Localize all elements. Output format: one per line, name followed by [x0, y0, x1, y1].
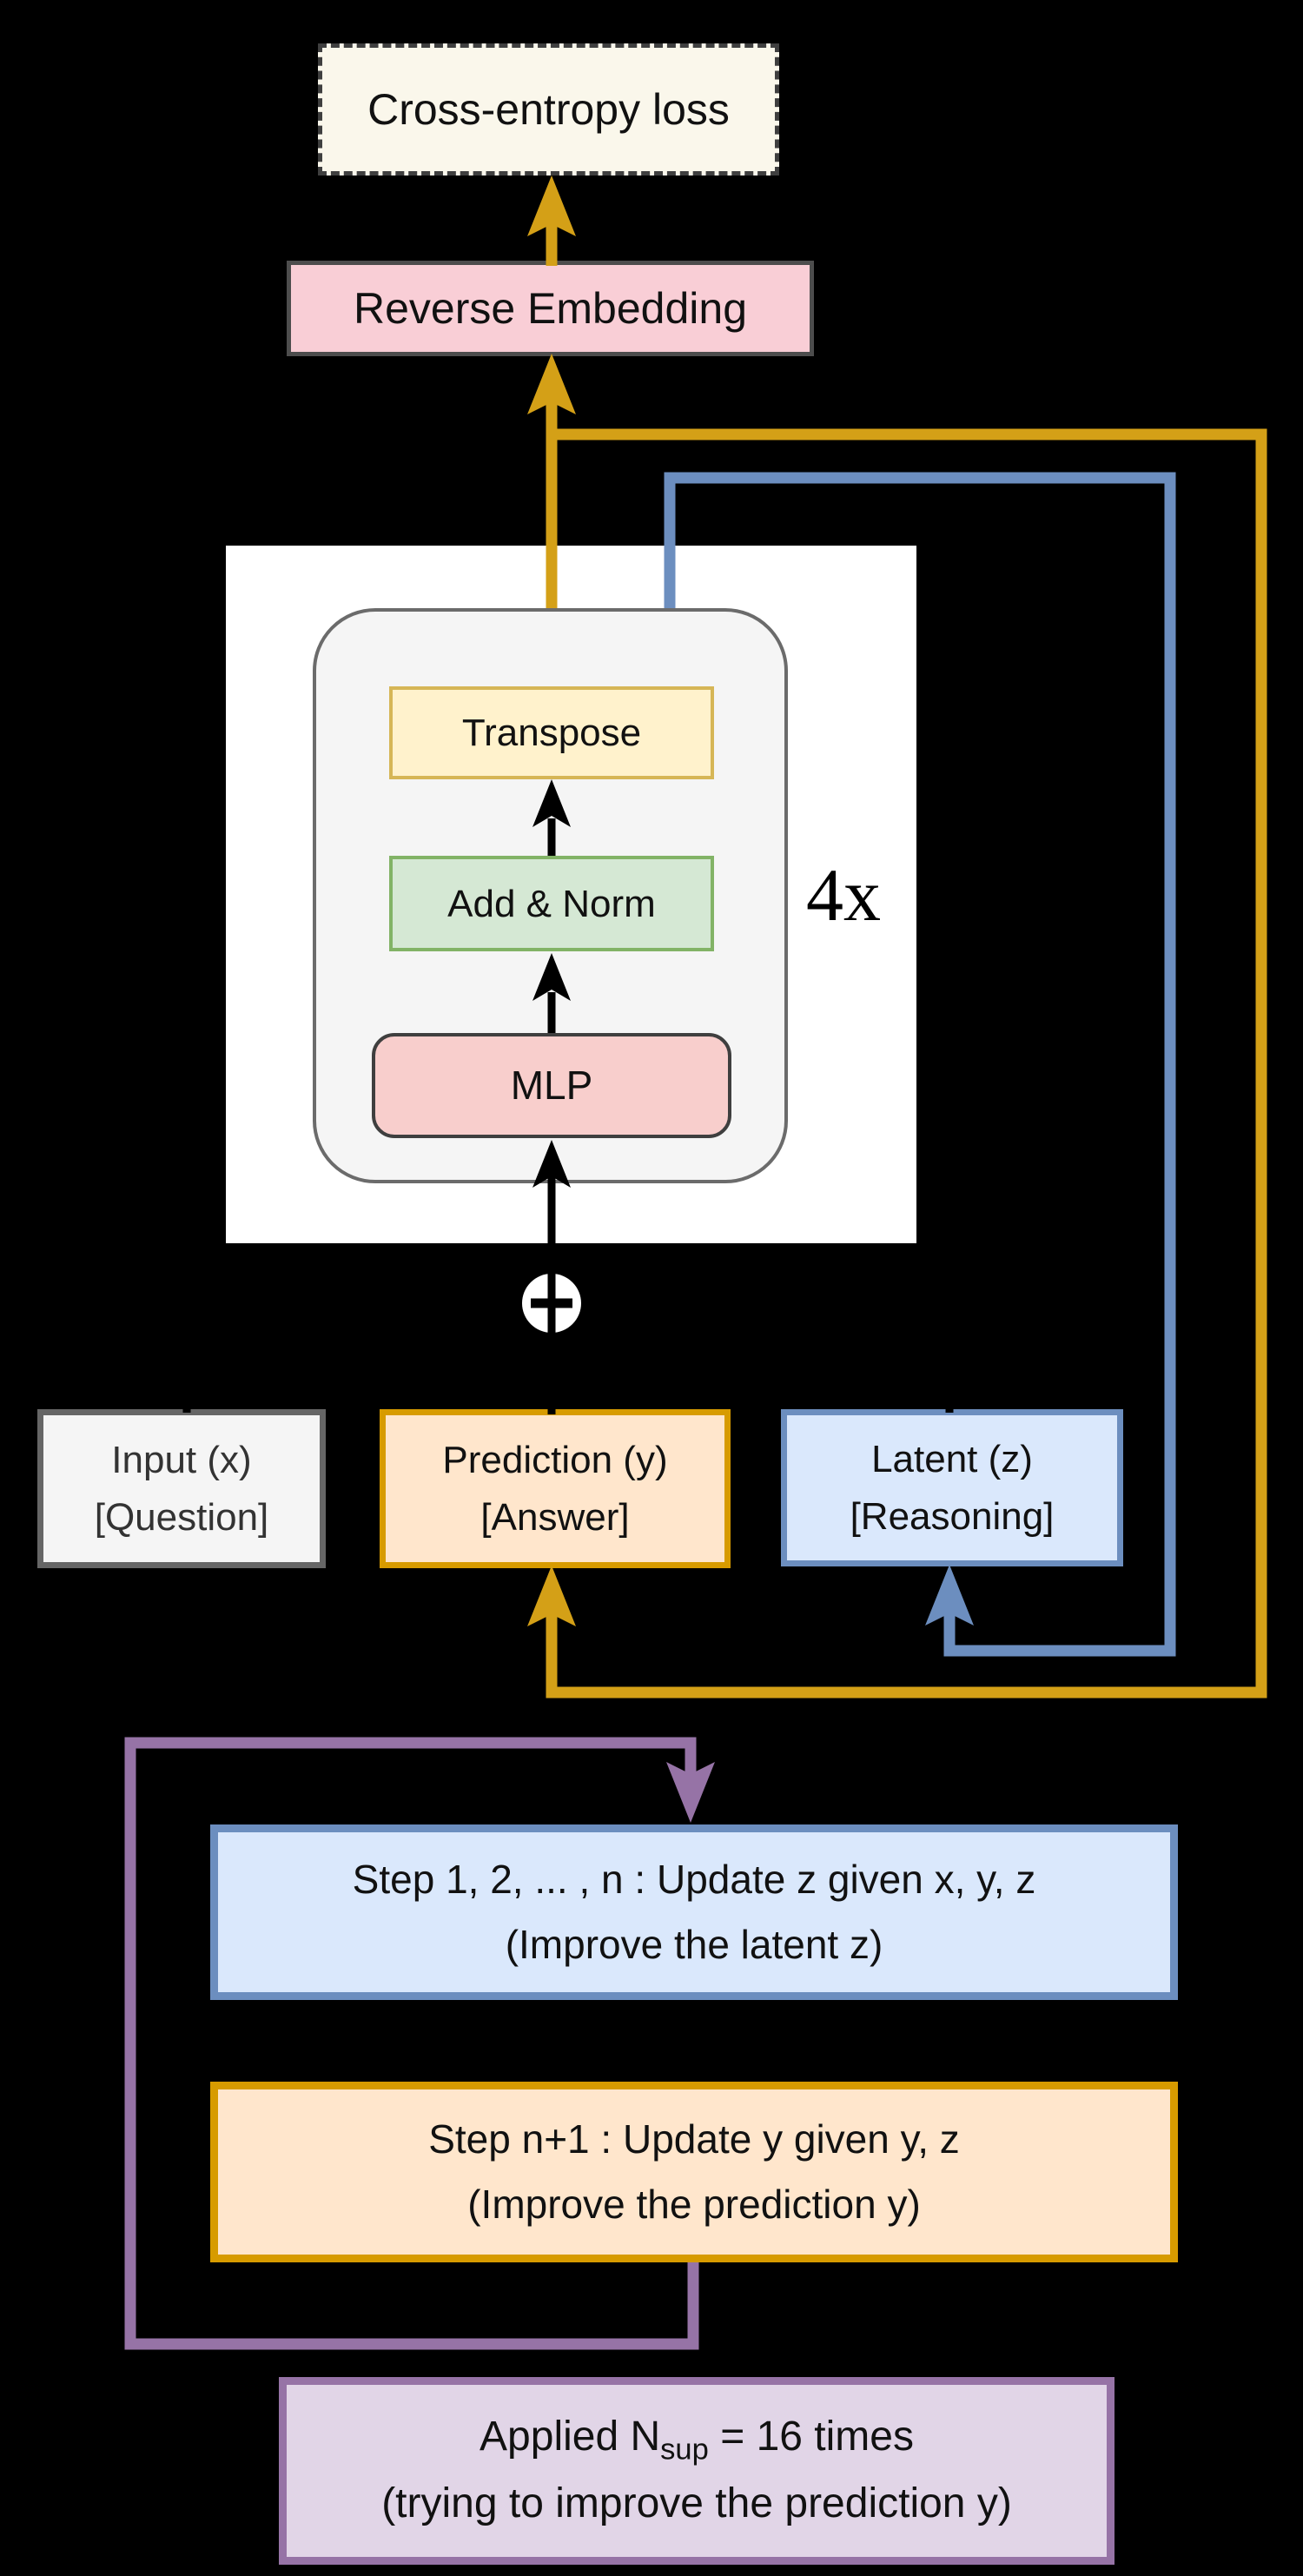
- loss-arrowhead-icon: [527, 175, 576, 236]
- embedding-arrowhead-icon: [527, 354, 576, 414]
- prediction-y-node: Prediction (y) [Answer]: [380, 1409, 731, 1568]
- latent-z-line2: [Reasoning]: [850, 1494, 1055, 1538]
- stepz-arrowhead-icon: [666, 1762, 715, 1823]
- latent-arrowhead-icon: [925, 1565, 974, 1626]
- mlp-node: MLP: [372, 1033, 731, 1138]
- mlp-label: MLP: [510, 1062, 593, 1108]
- step-update-y-node: Step n+1 : Update y given y, z (Improve …: [210, 2082, 1178, 2262]
- input-x-line1: Input (x): [111, 1438, 252, 1481]
- nsup-subscript: sup: [660, 2433, 709, 2467]
- transpose-label: Transpose: [461, 712, 642, 754]
- prediction-y-line1: Prediction (y): [442, 1438, 668, 1481]
- latent-z-node: Latent (z) [Reasoning]: [781, 1409, 1123, 1566]
- reverse-embedding-node: Reverse Embedding: [287, 261, 814, 356]
- repeat-4x-label: 4x: [806, 853, 881, 937]
- step-update-z-line1: Step 1, 2, ... , n : Update z given x, y…: [352, 1857, 1036, 1903]
- add-norm-label: Add & Norm: [447, 882, 656, 925]
- applied-nsup-line2: (trying to improve the prediction y): [381, 2480, 1012, 2526]
- prediction-y-line2: [Answer]: [480, 1495, 630, 1539]
- reverse-embedding-label: Reverse Embedding: [353, 283, 748, 333]
- step-update-y-line2: (Improve the prediction y): [467, 2182, 921, 2227]
- input-x-node: Input (x) [Question]: [37, 1409, 326, 1568]
- step-update-z-node: Step 1, 2, ... , n : Update z given x, y…: [210, 1824, 1178, 2000]
- applied-nsup-line1: Applied Nsup = 16 times: [480, 2414, 914, 2467]
- add-norm-node: Add & Norm: [389, 856, 714, 951]
- input-x-line2: [Question]: [94, 1495, 269, 1539]
- latent-z-line1: Latent (z): [871, 1437, 1033, 1480]
- prediction-arrowhead-icon: [527, 1566, 576, 1626]
- cross-entropy-loss-label: Cross-entropy loss: [367, 84, 730, 134]
- plus-circle-icon: [522, 1274, 581, 1333]
- applied-nsup-node: Applied Nsup = 16 times (trying to impro…: [279, 2377, 1114, 2565]
- cross-entropy-loss-node: Cross-entropy loss: [318, 43, 779, 175]
- step-update-y-line1: Step n+1 : Update y given y, z: [428, 2116, 960, 2162]
- transpose-node: Transpose: [389, 686, 714, 779]
- step-update-z-line2: (Improve the latent z): [505, 1922, 883, 1967]
